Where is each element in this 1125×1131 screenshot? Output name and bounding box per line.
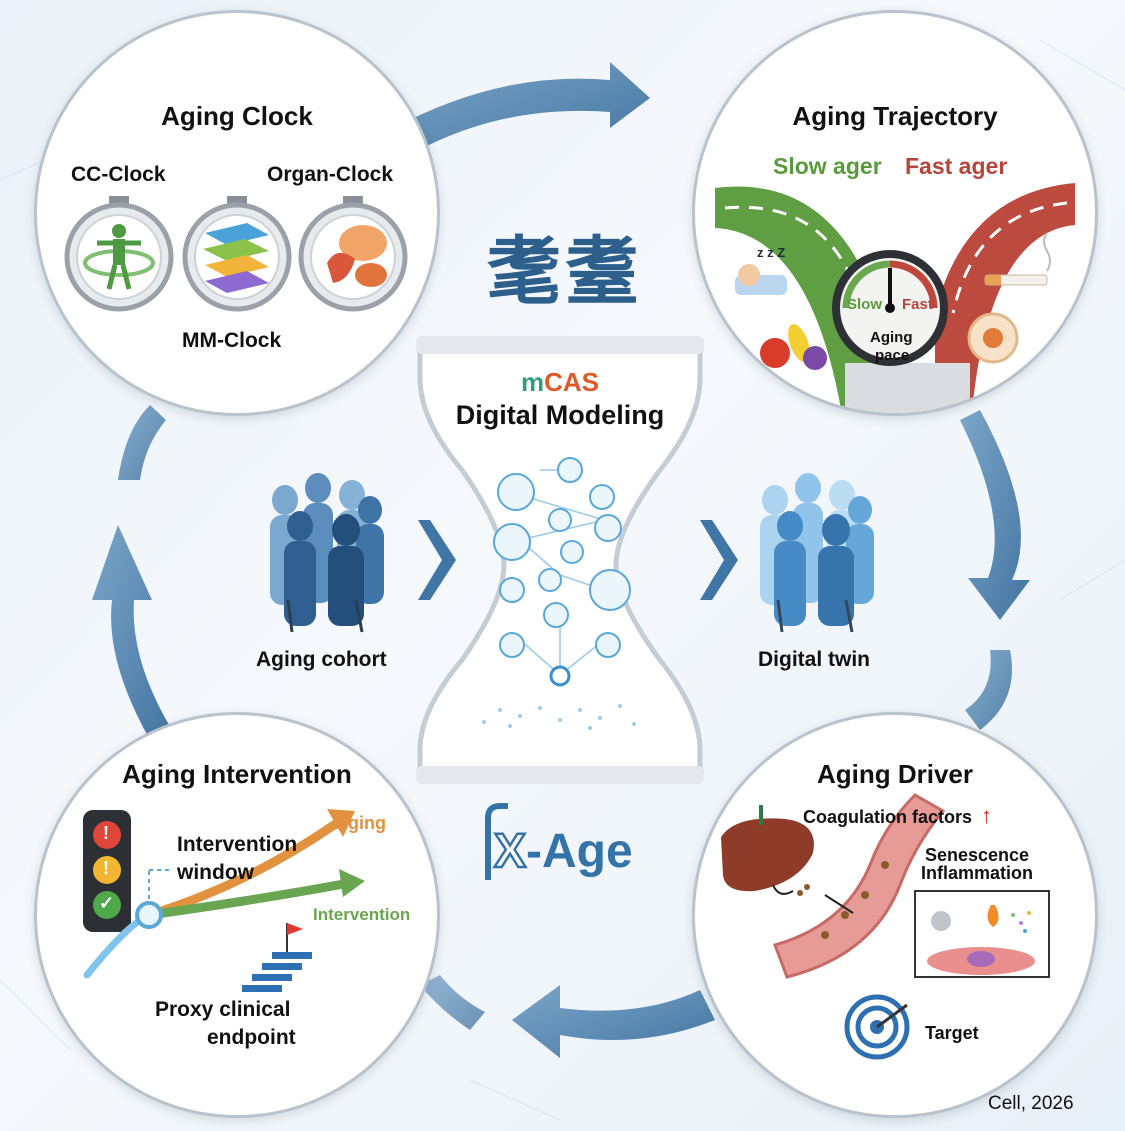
mm-clock-label: MM-Clock <box>182 329 282 352</box>
traffic-light-icon <box>83 810 131 932</box>
proxy-endpoint-label-2: endpoint <box>207 1026 296 1049</box>
aging-pace-gauge <box>832 250 948 366</box>
senescence-label: Senescence <box>925 845 1030 865</box>
chevron-right <box>700 520 738 600</box>
intervention-point-icon <box>135 901 163 929</box>
aging-trajectory-panel: Aging Trajectory Slow ager Fast ager Slo… <box>692 10 1098 416</box>
aging-trajectory-title: Aging Trajectory <box>792 101 998 131</box>
chart-icon <box>595 632 621 658</box>
aging-clock-panel: Aging Clock CC-Clock Organ-Clock MM-Cloc… <box>34 10 440 416</box>
fast-road <box>935 183 1075 413</box>
aging-driver-panel: Aging Driver Coagulation factors ↑ Senes… <box>692 712 1098 1118</box>
stopwatch-icon-mm <box>182 196 292 312</box>
integral-icon <box>485 803 508 880</box>
mcas-m: m <box>520 367 545 397</box>
heartbeat-icon <box>557 457 583 483</box>
digital-modeling-title: Digital Modeling <box>455 400 665 430</box>
processed-food-icon <box>967 312 1019 364</box>
brain-icon <box>493 523 531 561</box>
mcas-rest: CAS <box>544 367 600 397</box>
intervention-line-label: Intervention <box>313 905 411 924</box>
xage-x: X <box>493 824 528 880</box>
virus-icon <box>499 632 525 658</box>
sleep-zzz: z z Z <box>757 245 786 260</box>
warn-symbol-red: ! <box>103 823 109 843</box>
chevron-left <box>418 520 456 600</box>
proxy-endpoint-label-1: Proxy clinical <box>155 998 291 1021</box>
exercise-icon <box>594 514 622 542</box>
arrow-right <box>960 410 1030 620</box>
intervention-window-label-2: window <box>177 861 254 884</box>
stairs-flag-icon <box>242 923 312 992</box>
gauge-label-pace: pace <box>875 347 910 364</box>
arrow-bottom <box>512 985 715 1058</box>
arrow-left <box>92 525 172 740</box>
stopwatch-icon-organ <box>298 196 408 312</box>
liver-icon <box>721 805 814 892</box>
chinese-title: 耄耋 <box>487 229 643 315</box>
inflammation-label: Inflammation <box>921 863 1034 883</box>
report-icon <box>589 484 615 510</box>
gauge-label-aging: Aging <box>870 329 913 346</box>
xage-logo: X-Age <box>493 824 633 880</box>
fast-ager-label: Fast ager <box>905 153 1008 179</box>
fruit-icon <box>760 323 827 370</box>
document-icon <box>548 508 572 532</box>
check-symbol: ✓ <box>99 893 115 913</box>
cigarette-icon <box>984 232 1051 286</box>
aging-driver-title: Aging Driver <box>816 759 974 789</box>
stopwatch-icon-cc <box>64 196 174 312</box>
coagulation-up-arrow-icon: ↑ <box>981 803 992 828</box>
gauge-fast-label: Fast <box>902 296 933 313</box>
blood-vessel-icon <box>773 793 946 979</box>
target-label: Target <box>925 1023 979 1043</box>
molecule-icon <box>499 577 525 603</box>
cell-icon <box>543 602 569 628</box>
digital-twin-figures <box>760 473 874 633</box>
digital-twin-label: Digital twin <box>758 648 870 671</box>
gauge-slow-label: Slow <box>847 296 883 313</box>
xage-rest: -Age <box>526 825 633 878</box>
intervention-trend-line <box>144 878 354 920</box>
aging-intervention-title: Aging Intervention <box>122 759 352 789</box>
blood-drop-icon <box>560 540 584 564</box>
aging-cohort-figures <box>270 473 384 633</box>
intervention-window-label-1: Intervention <box>177 833 298 856</box>
face-icon <box>497 473 535 511</box>
mcas-title: mCAS <box>420 367 700 398</box>
arrow-top <box>390 62 650 155</box>
slow-road <box>715 186 880 413</box>
slow-ager-label: Slow ager <box>773 153 882 179</box>
sleep-icon <box>735 264 787 295</box>
aging-cohort-label: Aging cohort <box>256 648 387 671</box>
target-icon <box>844 994 910 1060</box>
cc-clock-label: CC-Clock <box>71 163 166 186</box>
pill-icon <box>538 568 562 592</box>
aging-line-label: Aging <box>335 813 386 833</box>
aging-intervention-panel: Aging Intervention ! ! ✓ Intervention wi… <box>34 712 440 1118</box>
organ-clock-label: Organ-Clock <box>267 163 394 186</box>
citation: Cell, 2026 <box>988 1093 1074 1114</box>
zoom-box <box>914 890 1050 978</box>
dna-icon <box>589 569 631 611</box>
coagulation-label: Coagulation factors <box>803 807 973 827</box>
aging-clock-title: Aging Clock <box>161 101 313 131</box>
warn-symbol-yellow: ! <box>103 858 109 878</box>
